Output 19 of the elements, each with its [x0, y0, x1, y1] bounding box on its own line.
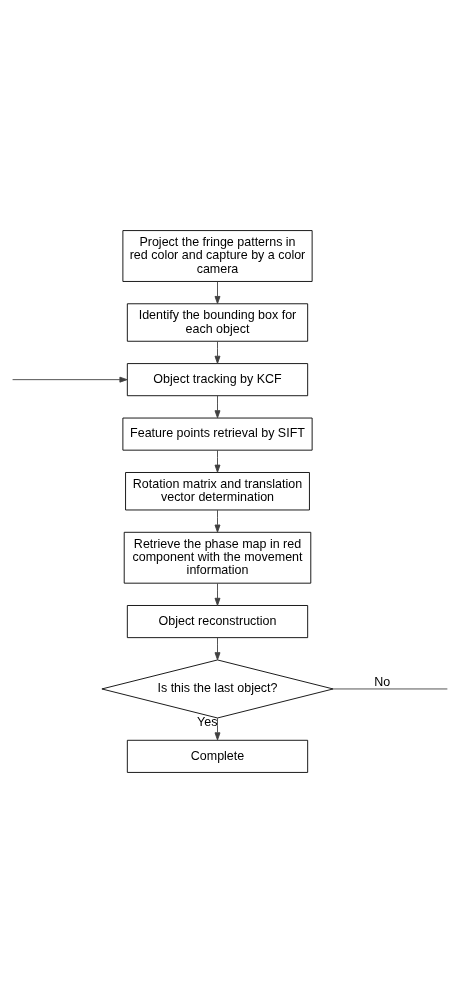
- node-box: Rotation matrix and translation vector determination: [125, 472, 310, 511]
- arrow: [214, 583, 221, 606]
- arrow: [214, 637, 221, 661]
- connector: [332, 688, 448, 690]
- arrow: [214, 509, 221, 533]
- node-box: Complete: [126, 739, 309, 773]
- node-box: Object tracking by KCF: [126, 363, 309, 397]
- edge-label: No: [374, 674, 391, 689]
- node-box: Feature points retrieval by SIFT: [122, 417, 313, 451]
- node-box: Object reconstruction: [126, 605, 309, 639]
- node-box: Identify the bounding box for each object: [126, 303, 309, 342]
- arrow: [214, 449, 221, 473]
- arrow: [214, 281, 221, 305]
- arrow: [12, 376, 128, 383]
- arrow: [214, 717, 221, 741]
- node-box: Retrieve the phase map in red component with the movement information: [123, 531, 312, 584]
- arrow: [214, 395, 221, 419]
- arrow: [214, 341, 221, 364]
- node-box: Project the fringe patterns in red color and capture by a color camera: [122, 230, 313, 282]
